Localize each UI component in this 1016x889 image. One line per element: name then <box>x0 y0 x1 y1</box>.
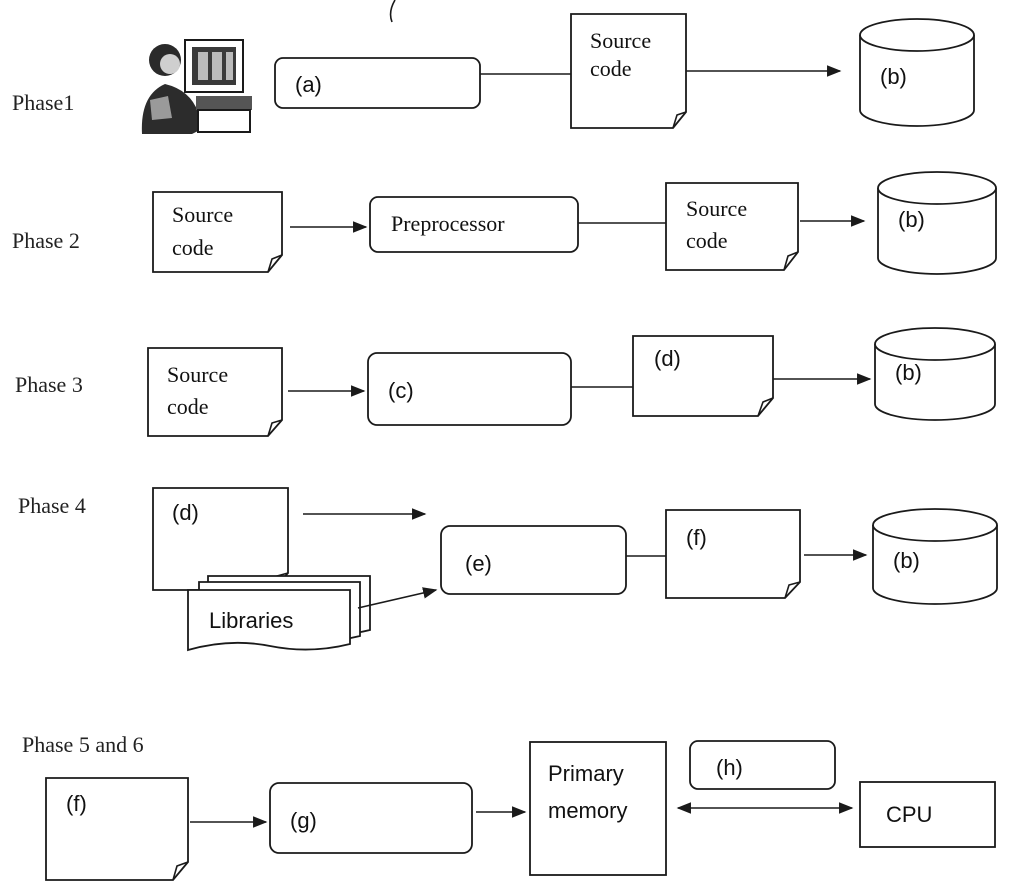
node-e-box <box>440 525 627 595</box>
phase2-disk-b <box>877 171 997 275</box>
phase1-disk-b-label: (b) <box>880 64 907 89</box>
arrow-libraries-to-e[interactable] <box>357 587 438 609</box>
phase1-source-line1: Source <box>590 28 651 53</box>
phase3-disk-b <box>874 327 996 421</box>
primary-memory-box <box>529 741 667 876</box>
phase4-f-label: (f) <box>686 525 707 550</box>
primary-memory-line1: Primary <box>548 761 624 786</box>
node-a-box <box>274 57 481 109</box>
phase2-source-line2: code <box>172 235 214 260</box>
libraries-stack <box>187 575 371 652</box>
cpu-box <box>859 781 996 848</box>
phase-4-label: Phase 4 <box>18 493 86 518</box>
phase2-output-line1: Source <box>686 196 747 221</box>
stray-mark <box>389 0 396 23</box>
phase5-f-label: (f) <box>66 791 87 816</box>
phase2-source-line1: Source <box>172 202 233 227</box>
phase-5-6-label: Phase 5 and 6 <box>22 732 144 757</box>
phase3-source-line2: code <box>167 394 209 419</box>
phase2-source-doc <box>152 191 283 273</box>
cpu-label: CPU <box>886 802 932 827</box>
node-a-label: (a) <box>295 72 322 97</box>
node-e-label: (e) <box>465 551 492 576</box>
phase2-disk-b-label: (b) <box>898 207 925 232</box>
preprocessor-label: Preprocessor <box>391 211 505 236</box>
phase4-d-label: (d) <box>172 500 199 525</box>
phase1-source-doc <box>570 13 687 129</box>
phase2-output-doc <box>665 182 799 271</box>
phase2-output-line2: code <box>686 228 728 253</box>
phase1-disk-b <box>859 18 975 127</box>
node-c-label: (c) <box>388 378 414 403</box>
primary-memory-line2: memory <box>548 798 627 823</box>
phase-2-label: Phase 2 <box>12 228 80 253</box>
programmer-at-computer-icon <box>141 39 252 134</box>
node-d-label: (d) <box>654 346 681 371</box>
phase4-disk-b <box>872 508 998 605</box>
phase4-disk-b-label: (b) <box>893 548 920 573</box>
phase3-source-line1: Source <box>167 362 228 387</box>
phase1-source-line2: code <box>590 56 632 81</box>
phase3-disk-b-label: (b) <box>895 360 922 385</box>
node-g-box <box>269 782 473 854</box>
phase5-f-doc <box>45 777 189 881</box>
phase4-f-doc <box>665 509 801 599</box>
node-g-label: (g) <box>290 808 317 833</box>
libraries-label: Libraries <box>209 608 293 633</box>
phase3-source-doc <box>147 347 283 437</box>
phase-3-label: Phase 3 <box>15 372 83 397</box>
preprocessor-box <box>369 196 579 253</box>
node-h-label: (h) <box>716 755 743 780</box>
phase-1-label: Phase1 <box>12 90 74 115</box>
node-h-box <box>689 740 836 790</box>
node-d-doc <box>632 335 774 417</box>
node-c-box <box>367 352 572 426</box>
